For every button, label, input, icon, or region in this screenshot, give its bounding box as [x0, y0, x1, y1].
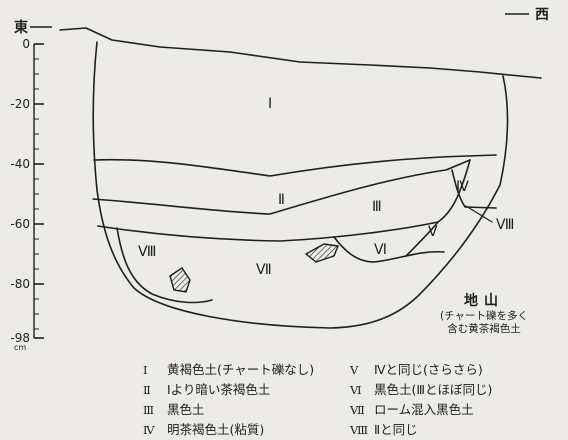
bedrock-note-line1: (チャート礫を多く — [440, 310, 528, 322]
boundary-v-vi — [405, 221, 439, 257]
bedrock-note-line2: 含む黄茶褐色土 — [447, 323, 521, 335]
legend-numeral: Ⅴ — [350, 363, 359, 377]
layer-label-iv: Ⅳ — [456, 179, 469, 195]
layer-label-i: Ⅰ — [268, 96, 272, 112]
layer-label-vi: Ⅵ — [374, 242, 387, 258]
legend-text: Ⅱと同じ — [374, 422, 418, 437]
legend-text: 明茶褐色土(粘質) — [167, 422, 265, 437]
depth-tick-label: -40 — [10, 157, 30, 171]
depth-tick-label: 0 — [22, 37, 30, 51]
legend-text: 黒色土(Ⅲとほぼ同じ) — [374, 382, 493, 397]
legend-item: Ⅲ 黒色土 — [143, 400, 314, 420]
legend-right-column: Ⅴ Ⅳと同じ(さらさら) Ⅵ 黒色土(Ⅲとほぼ同じ) Ⅶ ローム混入黒色土 Ⅷ Ⅱと同じ — [350, 360, 492, 440]
stone-hatched-left — [169, 267, 191, 293]
legend-text: ローム混入黒色土 — [374, 402, 474, 417]
layer-label-ii: Ⅱ — [278, 192, 285, 208]
legend-item: Ⅴ Ⅳと同じ(さらさら) — [350, 360, 492, 380]
legend-item: Ⅱ Ⅰより暗い茶褐色土 — [143, 380, 314, 400]
boundary-i-ii — [93, 154, 497, 177]
legend-text: 黒色土 — [167, 402, 205, 417]
boundary-iv — [451, 169, 497, 209]
legend-numeral: Ⅲ — [143, 403, 155, 417]
legend-item: Ⅳ 明茶褐色土(粘質) — [143, 420, 314, 440]
depth-scale — [33, 43, 44, 339]
legend-item: Ⅷ Ⅱと同じ — [350, 420, 492, 440]
legend-text: 黄褐色土(チャート礫なし) — [167, 362, 315, 377]
legend-item: Ⅵ 黒色土(Ⅲとほぼ同じ) — [350, 380, 492, 400]
layer-label-iii: Ⅲ — [372, 199, 382, 215]
legend-text: Ⅰより暗い茶褐色土 — [167, 382, 271, 397]
depth-tick-label: -98 — [10, 331, 30, 345]
legend-text: Ⅳと同じ(さらさら) — [374, 362, 483, 377]
west-label: 西 — [535, 7, 549, 23]
ground-surface-line — [59, 27, 542, 79]
depth-tick-label: -20 — [10, 97, 30, 111]
legend-left-column: Ⅰ 黄褐色土(チャート礫なし) Ⅱ Ⅰより暗い茶褐色土 Ⅲ 黒色土 Ⅳ 明茶褐色土(粘質… — [143, 360, 314, 440]
depth-tick-label: -60 — [10, 217, 30, 231]
legend-item: Ⅰ 黄褐色土(チャート礫なし) — [143, 360, 314, 380]
legend-numeral: Ⅰ — [143, 363, 148, 377]
legend-numeral: Ⅵ — [350, 383, 362, 397]
boundary-vi — [333, 236, 445, 263]
layer-label-vii: Ⅶ — [256, 262, 272, 278]
legend-numeral: Ⅶ — [350, 403, 365, 417]
layer-label-v: Ⅴ — [428, 224, 438, 240]
legend-numeral: Ⅱ — [143, 383, 151, 397]
boundary-vii-viii — [116, 227, 213, 304]
legend-numeral: Ⅷ — [350, 423, 369, 437]
legend-item: Ⅶ ローム混入黒色土 — [350, 400, 492, 420]
stone-hatched-center — [304, 243, 339, 263]
legend-numeral: Ⅳ — [143, 423, 155, 437]
boundary-ii-iii — [92, 159, 471, 215]
layer-label-viii-right: Ⅷ — [496, 217, 514, 233]
layer-label-viii-left: Ⅷ — [138, 244, 156, 260]
depth-unit-label: cm — [14, 343, 26, 352]
pointer-viii-right — [465, 205, 493, 223]
bedrock-title: 地山 — [464, 293, 504, 309]
depth-tick-label: -80 — [10, 277, 30, 291]
pit-outline — [92, 41, 509, 329]
bedrock-annotation: 地山 (チャート礫を多く 含む黄茶褐色土 — [404, 290, 564, 336]
east-label: 東 — [14, 19, 28, 36]
